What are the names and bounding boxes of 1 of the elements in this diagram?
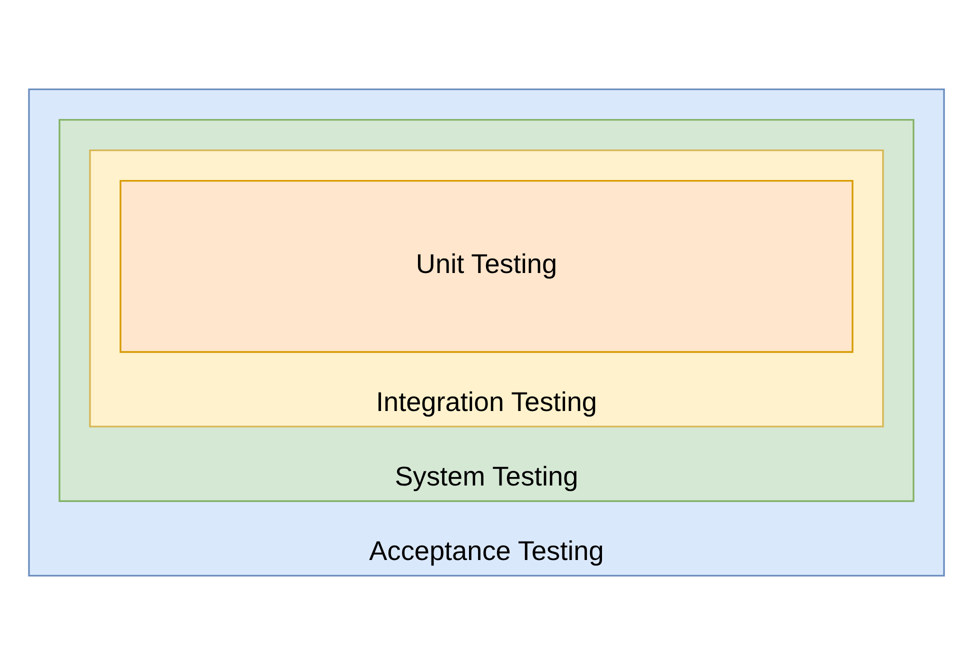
node-box: Unit Testing bbox=[120, 180, 854, 352]
